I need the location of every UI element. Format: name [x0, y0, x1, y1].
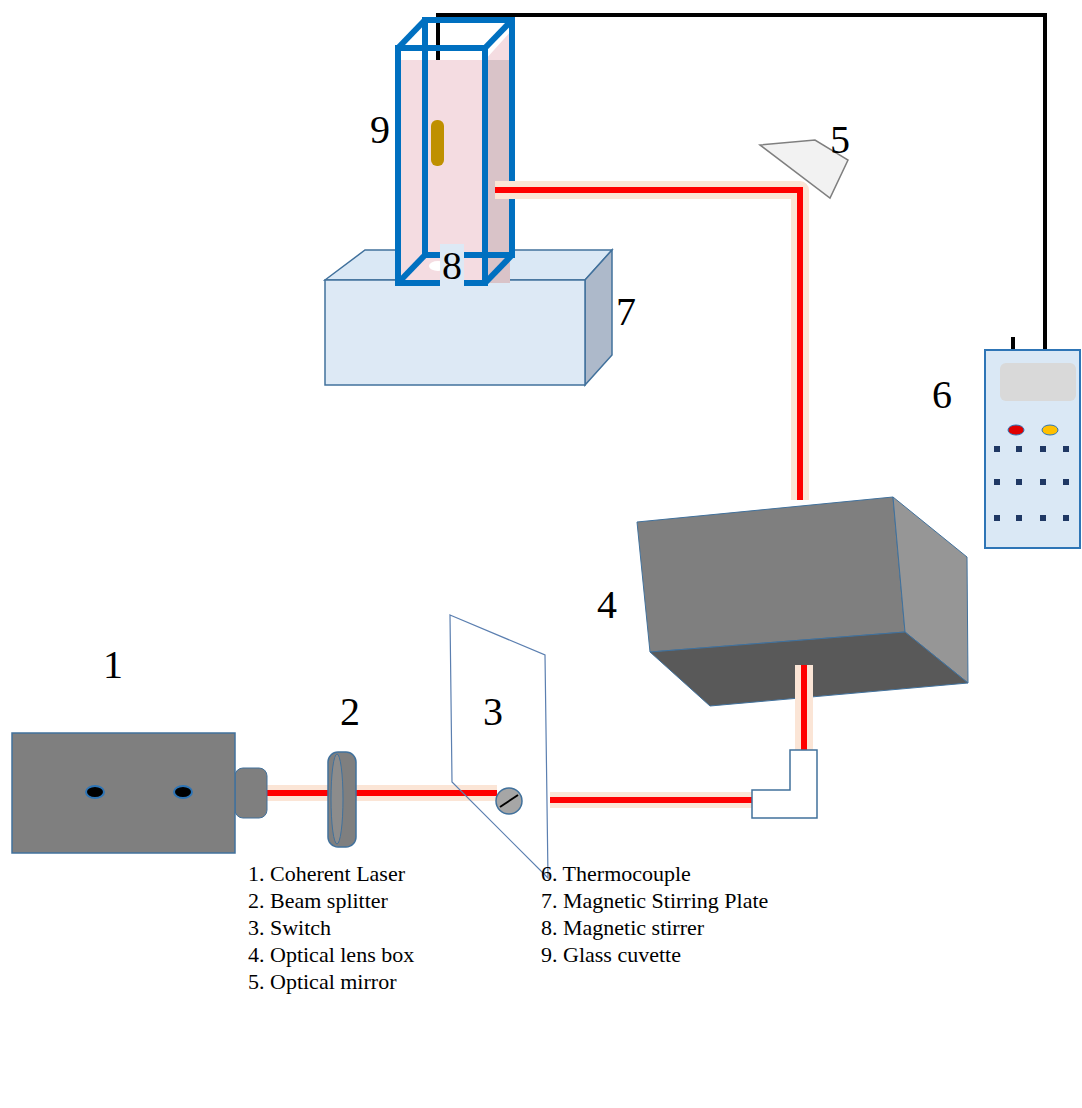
switch-panel [450, 615, 548, 878]
coherent-laser [12, 733, 235, 853]
legend-item: 9. Glass cuvette [541, 943, 681, 967]
legend-item: 3. Switch [248, 916, 331, 940]
callout-number: 3 [483, 690, 503, 734]
cuvette-edge [398, 255, 425, 283]
legend-item: 2. Beam splitter [248, 889, 388, 913]
beam-splitter-face [331, 754, 343, 844]
callout-number: 4 [597, 583, 617, 627]
callout-number: 5 [830, 118, 850, 162]
thermocouple-probe [431, 120, 444, 166]
callout-number: 2 [340, 690, 360, 734]
switch-knob [496, 788, 522, 814]
legend-item: 7. Magnetic Stirring Plate [541, 889, 768, 913]
stirring-plate-front [325, 280, 585, 385]
switch-knob-mark [500, 795, 518, 807]
cuvette-edge [485, 20, 512, 48]
callout-number: 9 [370, 108, 390, 152]
cuvette-edge [485, 255, 512, 283]
reader-screen [1000, 363, 1076, 401]
beam-halo [550, 792, 755, 808]
beam-splitter [328, 752, 356, 847]
laser-port [174, 786, 192, 798]
beam-halo [495, 190, 800, 500]
reader-button [1008, 425, 1024, 435]
callout-number: 1 [103, 643, 123, 687]
laser-beam [550, 797, 755, 803]
cuvette-back [425, 20, 512, 255]
laser-beam [801, 665, 807, 755]
callout-number: 8 [440, 244, 464, 288]
cuvette-side [485, 60, 510, 283]
reader-button [1042, 425, 1058, 435]
beam-elbow [752, 750, 817, 818]
thermocouple-reader [985, 350, 1080, 548]
legend-item: 1. Coherent Laser [248, 862, 405, 886]
legend-item: 6. Thermocouple [541, 862, 691, 886]
laser-beam [495, 190, 800, 500]
cuvette-edge [398, 20, 425, 48]
laser-port [86, 786, 104, 798]
laser-nozzle [235, 768, 267, 818]
lens-box-top [637, 497, 905, 652]
reader-keypad [994, 446, 1069, 521]
callout-number: 6 [932, 373, 952, 417]
legend-item: 5. Optical mirror [248, 970, 396, 994]
legend-item: 8. Magnetic stirrer [541, 916, 704, 940]
beam-halo [795, 665, 813, 755]
callout-number: 7 [616, 290, 636, 334]
legend-item: 4. Optical lens box [248, 943, 414, 967]
stirring-plate-side [585, 250, 612, 385]
